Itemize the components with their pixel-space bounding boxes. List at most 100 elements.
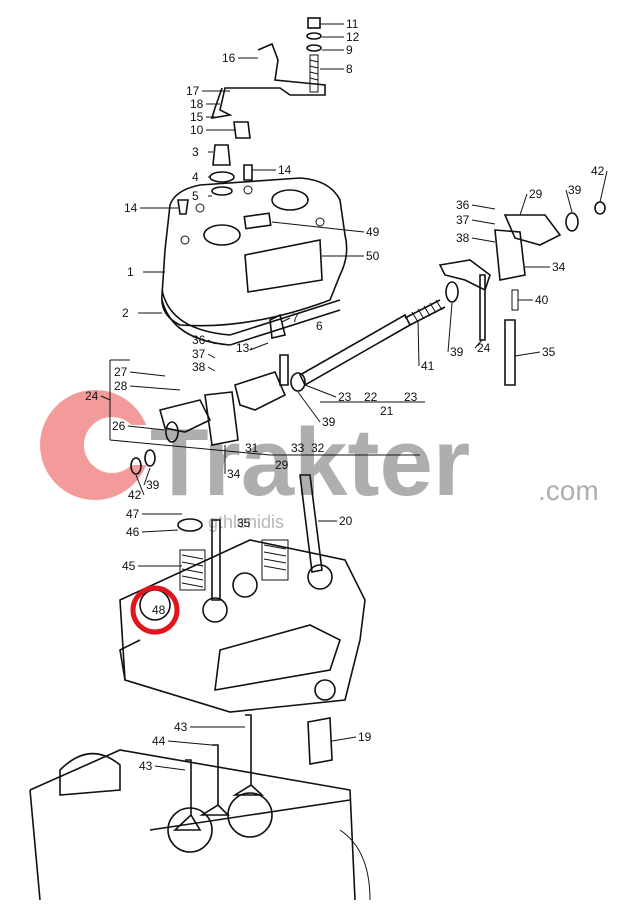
leader-line — [565, 189, 573, 213]
part-label-21: 21 — [380, 404, 394, 418]
leader-line — [167, 740, 213, 746]
leader-line — [141, 529, 179, 533]
leader-line — [474, 339, 483, 349]
part-label-38: 38 — [192, 360, 206, 374]
part-label-39: 39 — [568, 183, 582, 197]
leader-line — [129, 371, 166, 377]
part-label-24: 24 — [477, 341, 491, 355]
part-label-9: 9 — [346, 43, 353, 57]
part-label-1: 1 — [127, 265, 134, 279]
part-label-36: 36 — [192, 333, 206, 347]
leader-line — [127, 425, 166, 431]
leader-line — [304, 384, 337, 398]
valve-cover — [161, 177, 348, 346]
part-label-44: 44 — [152, 734, 166, 748]
leader-line — [514, 351, 541, 357]
part-label-4: 4 — [192, 170, 199, 184]
leader-line — [143, 467, 151, 486]
leader-line — [207, 339, 216, 345]
part-label-14: 14 — [278, 163, 292, 177]
part-label-34: 34 — [552, 260, 566, 274]
leader-line — [249, 347, 253, 351]
part-label-19: 19 — [358, 730, 372, 744]
part-label-24: 24 — [85, 389, 99, 403]
part-label-33: 33 — [291, 441, 305, 455]
part-label-18: 18 — [190, 97, 204, 111]
part-label-8: 8 — [346, 62, 353, 76]
part-label-38: 38 — [456, 231, 470, 245]
highlight-circle — [130, 585, 180, 635]
part-label-37: 37 — [192, 347, 206, 361]
leader-line — [100, 395, 111, 401]
part-label-31: 31 — [245, 441, 259, 455]
part-label-20: 20 — [339, 514, 353, 528]
leader-line — [471, 219, 496, 225]
part-label-39: 39 — [322, 415, 336, 429]
leader-line — [519, 193, 528, 216]
part-label-15: 15 — [190, 110, 204, 124]
leader-line — [207, 366, 216, 372]
part-label-49: 49 — [366, 225, 380, 239]
part-label-34: 34 — [227, 467, 241, 481]
bracket — [177, 17, 326, 215]
leader-line — [281, 317, 291, 323]
part-label-32: 32 — [311, 441, 325, 455]
part-label-28: 28 — [114, 379, 128, 393]
part-label-5: 5 — [192, 189, 199, 203]
part-label-6: 6 — [316, 319, 323, 333]
part-label-29: 29 — [529, 187, 543, 201]
cylinder-head — [119, 474, 366, 765]
part-label-45: 45 — [122, 559, 136, 573]
part-label-35: 35 — [237, 516, 251, 530]
part-label-43: 43 — [139, 759, 153, 773]
part-label-27: 27 — [114, 365, 128, 379]
part-label-2: 2 — [122, 306, 129, 320]
watermark-suffix: .com — [538, 475, 599, 506]
leader-line — [447, 302, 453, 353]
part-label-13: 13 — [236, 341, 250, 355]
watermark-logo — [40, 390, 150, 500]
part-label-50: 50 — [366, 249, 380, 263]
engine-block — [29, 714, 371, 901]
leader-line — [207, 353, 216, 359]
part-label-23: 23 — [338, 390, 352, 404]
part-label-29: 29 — [275, 458, 289, 472]
leader-line — [154, 765, 186, 771]
part-label-14: 14 — [124, 201, 138, 215]
leader-line — [135, 474, 145, 496]
part-label-47: 47 — [126, 507, 140, 521]
leader-line — [297, 391, 321, 423]
part-label-40: 40 — [535, 293, 549, 307]
part-label-42: 42 — [591, 164, 605, 178]
leader-line — [331, 736, 357, 742]
part-label-7: 7 — [292, 311, 299, 325]
leader-line — [599, 170, 608, 203]
part-label-43: 43 — [174, 720, 188, 734]
part-label-39: 39 — [146, 478, 160, 492]
leader-line — [129, 385, 181, 391]
part-label-22: 22 — [364, 390, 378, 404]
part-label-3: 3 — [192, 145, 199, 159]
part-label-10: 10 — [190, 123, 204, 137]
part-label-41: 41 — [421, 359, 435, 373]
leader-line — [471, 204, 496, 210]
leader-line — [471, 237, 496, 243]
part-label-36: 36 — [456, 198, 470, 212]
part-label-23: 23 — [404, 390, 418, 404]
leader-line — [417, 319, 420, 367]
part-label-46: 46 — [126, 525, 140, 539]
part-label-42: 42 — [128, 488, 142, 502]
leader-line — [271, 221, 365, 233]
part-label-11: 11 — [346, 17, 359, 31]
watermark-sub: gthlenidis — [208, 512, 284, 532]
part-label-26: 26 — [112, 419, 126, 433]
part-label-16: 16 — [222, 51, 236, 65]
part-label-39: 39 — [450, 345, 464, 359]
part-label-37: 37 — [456, 213, 470, 227]
watermark-brand: Trakter — [150, 409, 470, 516]
part-label-17: 17 — [186, 84, 200, 98]
part-label-35: 35 — [542, 345, 556, 359]
